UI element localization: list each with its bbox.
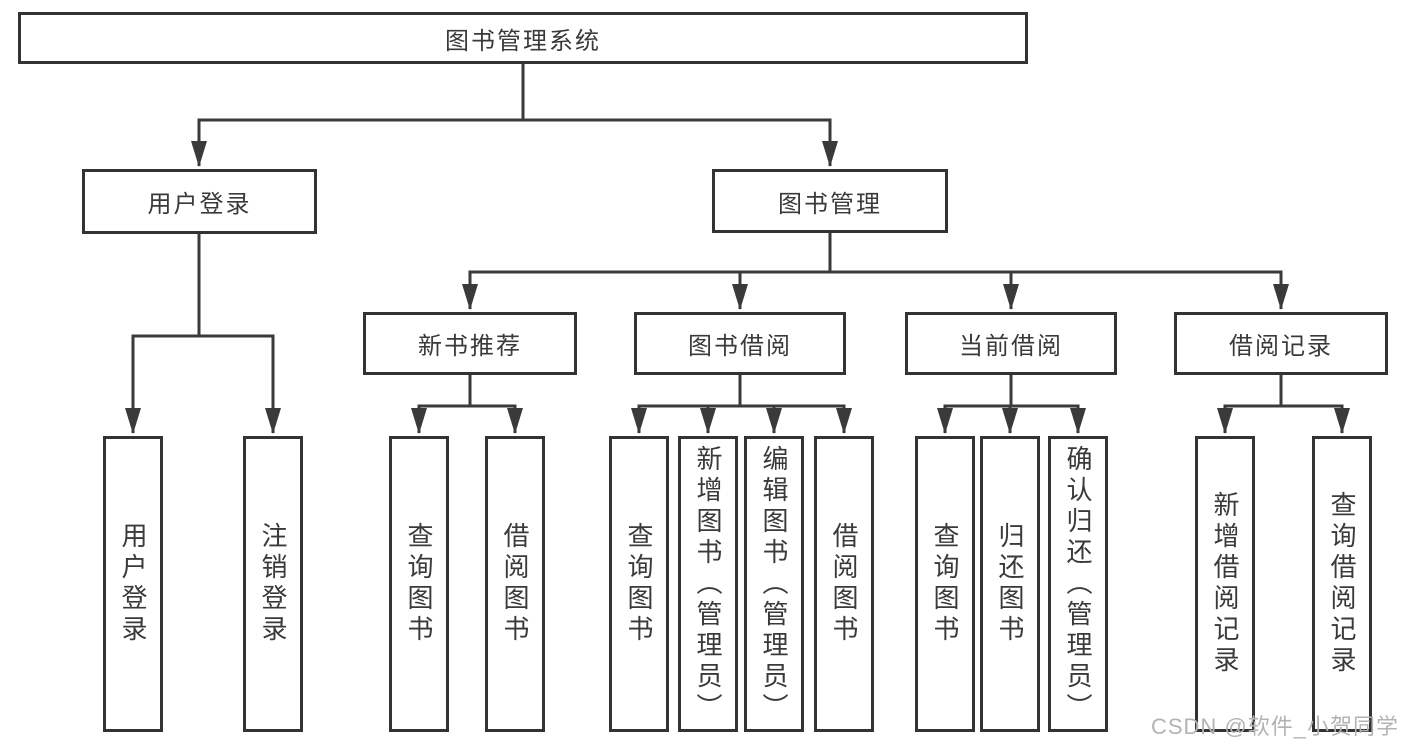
node-label: 图书借阅 [688, 333, 792, 360]
leaf-label: 注销登录 [258, 522, 288, 646]
node-label: 借阅记录 [1229, 333, 1333, 360]
edge-current-query [937, 375, 1013, 434]
node-current-borrow: 当前借阅 [905, 312, 1117, 375]
leaf-borrow-book-recommend: 借阅图书 [485, 436, 545, 732]
leaf-label: 借阅图书 [829, 522, 859, 646]
edge-current-confirm [1009, 375, 1086, 434]
edge-borrow-edit [738, 375, 782, 434]
node-label: 图书管理系统 [445, 27, 601, 55]
node-label: 新书推荐 [418, 333, 522, 360]
leaf-label: 归还图书 [995, 522, 1025, 646]
node-library-management-system: 图书管理系统 [18, 12, 1028, 64]
leaf-label: 查询借阅记录 [1327, 491, 1357, 677]
node-label: 当前借阅 [959, 333, 1063, 360]
node-book-borrow: 图书借阅 [634, 312, 846, 375]
leaf-user-login: 用户登录 [103, 436, 163, 732]
leaf-return-book: 归还图书 [980, 436, 1040, 732]
node-label: 用户登录 [147, 191, 252, 218]
leaf-query-book-borrow: 查询图书 [609, 436, 669, 732]
node-book-management: 图书管理 [712, 169, 948, 233]
node-user-login: 用户登录 [82, 169, 317, 234]
leaf-label: 新增借阅记录 [1210, 491, 1240, 677]
node-borrow-records: 借阅记录 [1174, 312, 1388, 375]
edge-recommend-borrow [468, 375, 523, 434]
leaf-borrow-book: 借阅图书 [814, 436, 874, 732]
edge-records-query [1279, 375, 1350, 434]
leaf-query-book-current: 查询图书 [915, 436, 975, 732]
edge-login-user-login [125, 234, 201, 434]
edge-recommend-query [411, 375, 472, 434]
leaf-label: 编辑图书（管理员） [759, 444, 789, 724]
leaf-label: 确认归还（管理员） [1063, 444, 1093, 724]
leaf-label: 用户登录 [118, 522, 148, 646]
leaf-query-borrow-record: 查询借阅记录 [1312, 436, 1372, 732]
edge-login-logout [197, 234, 281, 434]
edge-borrow-borrow [738, 375, 852, 434]
leaf-label: 新增图书（管理员） [693, 444, 723, 724]
leaf-add-borrow-record: 新增借阅记录 [1195, 436, 1255, 732]
edge-mgmt-records [828, 233, 1289, 310]
csdn-watermark: CSDN @软件_小贺同学 [1150, 714, 1399, 739]
edge-records-add [1217, 375, 1283, 434]
leaf-edit-book-admin: 编辑图书（管理员） [744, 436, 804, 732]
leaf-label: 查询图书 [930, 522, 960, 646]
leaf-query-book-recommend: 查询图书 [389, 436, 449, 732]
leaf-confirm-return-admin: 确认归还（管理员） [1048, 436, 1108, 732]
node-label: 图书管理 [778, 190, 882, 218]
node-new-book-recommend: 新书推荐 [363, 312, 577, 375]
edge-borrow-query [631, 375, 742, 434]
edge-root-user-login [191, 64, 525, 167]
leaf-logout: 注销登录 [243, 436, 303, 732]
leaf-label: 查询图书 [404, 522, 434, 646]
leaf-label: 借阅图书 [500, 522, 530, 646]
leaf-add-book-admin: 新增图书（管理员） [678, 436, 738, 732]
edge-borrow-add [700, 375, 742, 434]
edge-root-book-management [521, 64, 838, 167]
edge-mgmt-borrow [732, 233, 832, 310]
leaf-label: 查询图书 [624, 522, 654, 646]
